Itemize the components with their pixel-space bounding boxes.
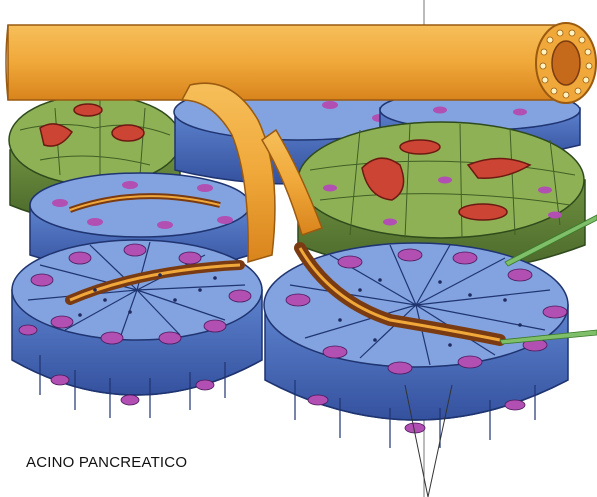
acinus-front-left — [12, 240, 262, 418]
caption: ACINO PANCREATICO — [26, 454, 187, 471]
main-duct — [6, 23, 596, 103]
acinus-front-right — [264, 243, 568, 448]
